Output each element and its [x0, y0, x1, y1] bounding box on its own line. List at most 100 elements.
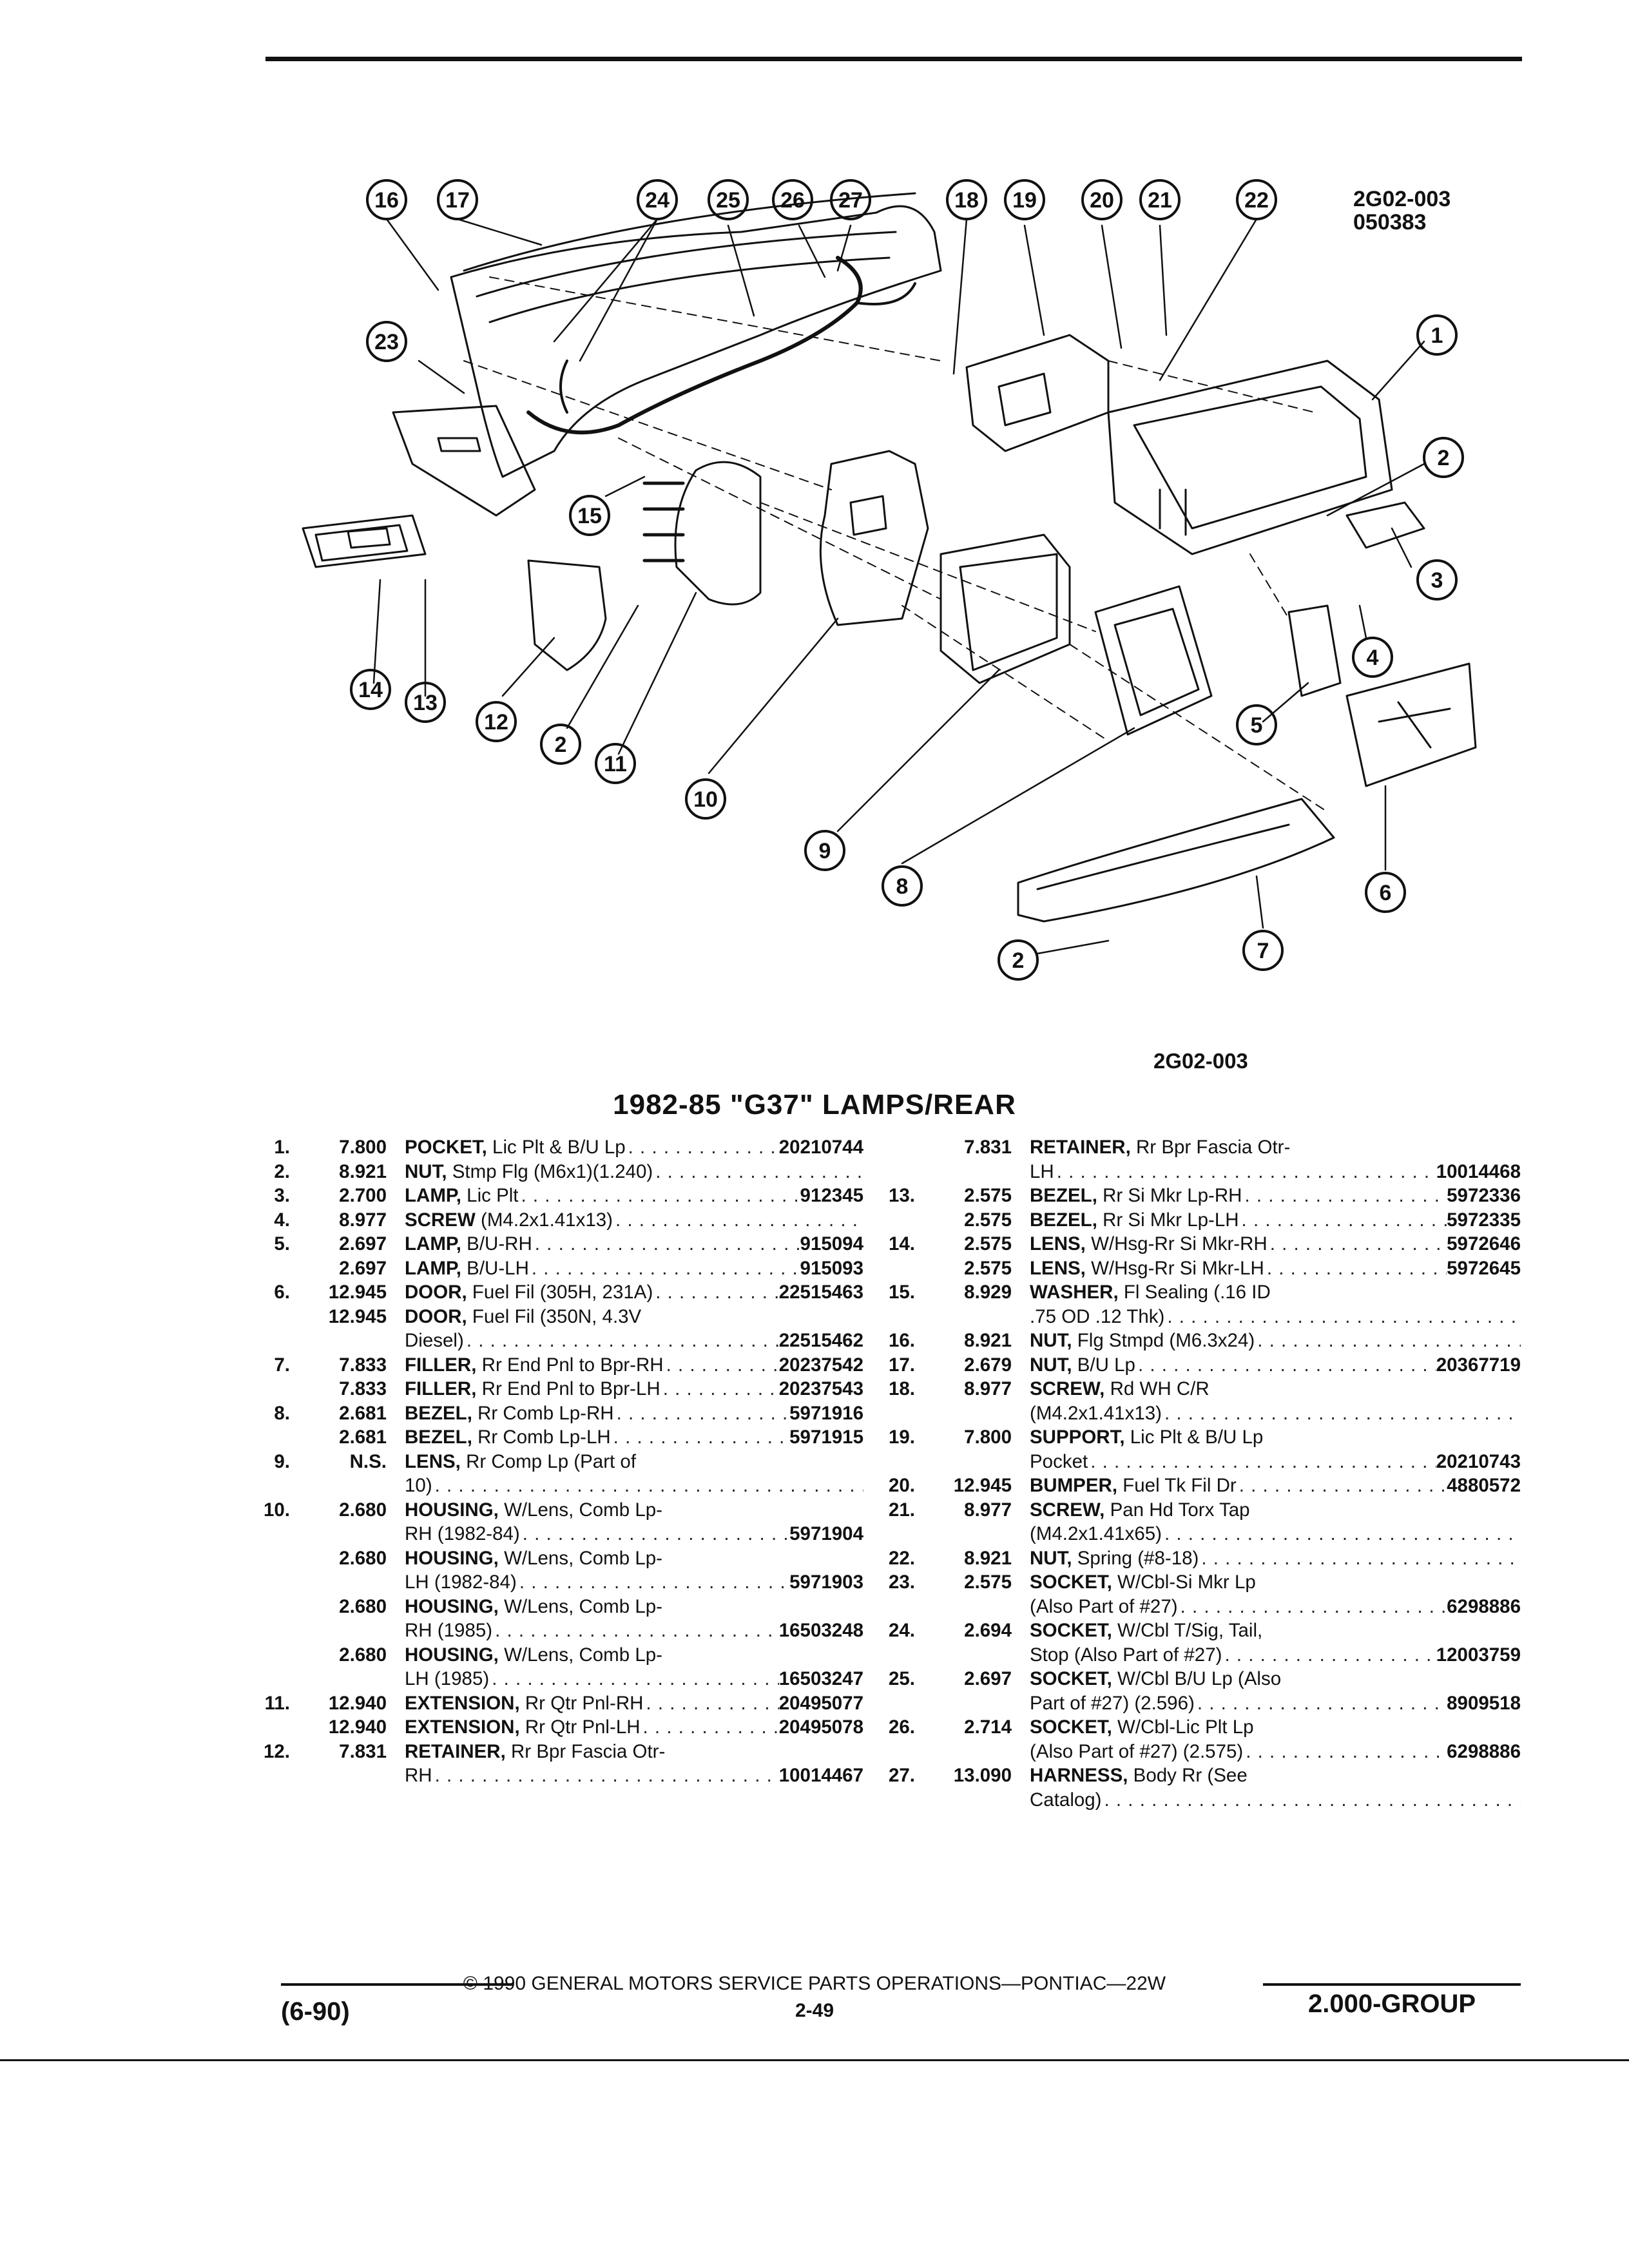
dot-leader — [641, 1715, 779, 1740]
group-number: 2.680 — [339, 1595, 387, 1617]
item-number: 1. — [274, 1137, 290, 1158]
svg-text:2: 2 — [1012, 948, 1025, 973]
part-description: Flg Stmpd (M6.3x24) — [1072, 1330, 1255, 1351]
dot-leader — [529, 1256, 800, 1281]
part-number: 6298886 — [1447, 1595, 1521, 1617]
group-number: 2.679 — [964, 1354, 1012, 1376]
group-number: 8.977 — [964, 1378, 1012, 1399]
exploded-view-diagram: 16 17 24 25 26 27 18 19 20 21 22 1 2 3 4… — [302, 179, 1477, 981]
group-number: 2.575 — [964, 1257, 1012, 1279]
part-description: Stop (Also Part of #27) — [1030, 1644, 1222, 1666]
part-number: 5972336 — [1447, 1185, 1521, 1206]
item-number: 11. — [264, 1692, 290, 1714]
dot-leader — [626, 1135, 779, 1160]
side-marker-bezel — [302, 514, 427, 568]
svg-text:23: 23 — [374, 330, 399, 354]
part-description: Rr Bpr Fascia Otr- — [505, 1740, 666, 1762]
part-description: Rr Si Mkr Lp-RH — [1097, 1185, 1242, 1206]
part-number: 22515462 — [778, 1330, 863, 1351]
part-name: HOUSING, — [405, 1499, 499, 1521]
svg-text:26: 26 — [780, 188, 805, 213]
item-number: 12. — [263, 1740, 290, 1762]
callout-1: 1 — [1416, 314, 1458, 356]
svg-text:5: 5 — [1251, 713, 1263, 738]
callout-17: 17 — [437, 179, 478, 220]
dot-leader — [643, 1691, 778, 1716]
item-number: 21. — [888, 1499, 915, 1521]
part-name: LENS, — [1030, 1257, 1086, 1279]
part-name: EXTENSION, — [405, 1692, 520, 1714]
dot-leader — [1237, 1474, 1447, 1498]
part-name: SOCKET, — [1030, 1571, 1112, 1593]
part-number: 915093 — [800, 1257, 863, 1279]
dot-leader — [1162, 1522, 1521, 1546]
svg-text:6: 6 — [1380, 881, 1392, 905]
part-number: 10014467 — [778, 1765, 863, 1786]
callout-9: 9 — [804, 830, 845, 871]
part-description: 10) — [405, 1475, 432, 1496]
part-number: 5972646 — [1447, 1233, 1521, 1254]
part-description: B/U-LH — [461, 1257, 529, 1279]
part-description: W/Lens, Comb Lp- — [498, 1547, 662, 1569]
callout-2-mid: 2 — [540, 724, 581, 765]
dot-leader — [1162, 1401, 1521, 1426]
part-number: 6298886 — [1447, 1740, 1521, 1762]
group-number: 2.700 — [339, 1185, 387, 1206]
part-description: Body Rr (See — [1128, 1765, 1248, 1786]
svg-text:27: 27 — [838, 188, 863, 213]
part-name: LENS, — [1030, 1233, 1086, 1254]
part-number: 16503248 — [778, 1620, 863, 1641]
part-description: Fl Sealing (.16 ID — [1118, 1282, 1271, 1303]
svg-text:12: 12 — [484, 710, 508, 735]
part-description: W/Lens, Comb Lp- — [498, 1595, 662, 1617]
part-number: 4880572 — [1447, 1475, 1521, 1496]
part-description: Rr Qtr Pnl-LH — [519, 1716, 641, 1738]
part-description: W/Cbl T/Sig, Tail, — [1112, 1620, 1263, 1641]
part-name: POCKET, — [405, 1137, 487, 1158]
part-description: Catalog) — [1030, 1789, 1102, 1811]
part-number: 20495078 — [778, 1716, 863, 1738]
part-number: 20237542 — [778, 1354, 863, 1376]
part-name: RETAINER, — [405, 1740, 506, 1762]
item-number: 3. — [274, 1185, 290, 1206]
callout-3: 3 — [1416, 559, 1458, 601]
callout-20: 20 — [1081, 179, 1123, 220]
part-number: 5971916 — [789, 1402, 863, 1424]
footer-group: 2.000-GROUP — [1308, 1990, 1476, 2018]
dot-leader — [1164, 1305, 1521, 1329]
svg-text:19: 19 — [1012, 188, 1037, 213]
group-number: 7.831 — [339, 1740, 387, 1762]
dot-leader — [1054, 1160, 1436, 1184]
part-number: 22515463 — [778, 1282, 863, 1303]
part-description: W/Cbl-Si Mkr Lp — [1112, 1571, 1256, 1593]
item-number: 2. — [274, 1160, 290, 1182]
svg-text:1: 1 — [1431, 323, 1443, 348]
part-number: 20210743 — [1436, 1450, 1521, 1472]
part-name: LAMP, — [405, 1233, 461, 1254]
callout-23: 23 — [366, 321, 407, 362]
part-number: 20495077 — [778, 1692, 863, 1714]
dot-leader — [464, 1329, 779, 1353]
svg-text:2: 2 — [555, 733, 567, 757]
part-name: FILLER, — [405, 1354, 477, 1376]
group-number: N.S. — [349, 1450, 387, 1472]
group-number: 7.831 — [964, 1137, 1012, 1158]
part-description: (Also Part of #27) (2.575) — [1030, 1740, 1244, 1762]
group-number: 12.940 — [328, 1716, 387, 1738]
part-description: Rr End Pnl to Bpr-LH — [476, 1378, 660, 1399]
part-description: Rr End Pnl to Bpr-RH — [476, 1354, 664, 1376]
extension-11 — [674, 461, 762, 606]
svg-text:24: 24 — [645, 188, 670, 213]
part-description: .75 OD .12 Thk) — [1030, 1305, 1165, 1327]
part-name: BEZEL, — [1030, 1185, 1097, 1206]
